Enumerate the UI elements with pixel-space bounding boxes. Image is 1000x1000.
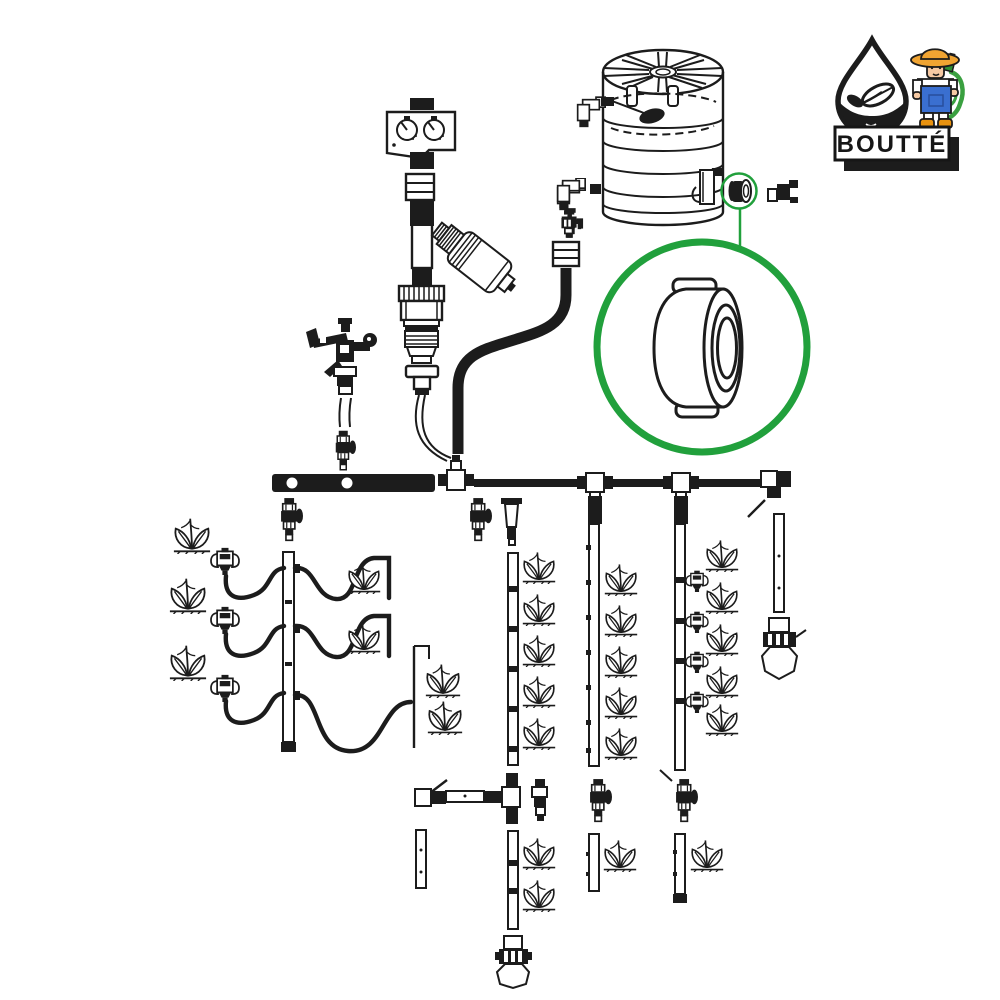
drip-line-column-1 bbox=[586, 496, 639, 767]
plant-icon bbox=[704, 665, 740, 698]
end-cap bbox=[281, 742, 296, 752]
float-valve bbox=[610, 92, 717, 136]
inline-valve bbox=[675, 778, 698, 823]
plant-icon bbox=[603, 604, 639, 637]
plant-icon bbox=[689, 839, 725, 872]
plant-icon bbox=[424, 663, 462, 698]
drip-line bbox=[507, 830, 519, 930]
plant-icon bbox=[704, 539, 740, 572]
hose-connector bbox=[551, 240, 581, 268]
brand-name: BOUTTÉ bbox=[837, 130, 948, 158]
drip-line bbox=[674, 833, 686, 895]
shutoff-valve bbox=[334, 429, 356, 471]
tank-inlet-elbow bbox=[576, 96, 614, 129]
callout-source-circle bbox=[720, 172, 758, 210]
riser-pipe bbox=[410, 200, 434, 270]
supply-hose bbox=[452, 268, 572, 454]
plant-icon bbox=[704, 623, 740, 656]
dripper bbox=[501, 498, 522, 546]
micro-sprinkler bbox=[210, 674, 240, 702]
supply-tube bbox=[414, 394, 452, 462]
micro-sprinkler bbox=[685, 570, 709, 592]
bottom-elbow bbox=[414, 788, 446, 807]
plant-icon bbox=[603, 645, 639, 678]
hose-stake bbox=[412, 645, 430, 748]
middle-drip-line bbox=[469, 497, 557, 766]
plant-icon bbox=[704, 703, 740, 736]
micro-sprinkler bbox=[685, 611, 709, 633]
plant-icon bbox=[346, 621, 382, 654]
inline-valve bbox=[589, 778, 612, 823]
tee-adapter bbox=[404, 364, 440, 395]
bottom-manifold-group bbox=[414, 769, 725, 990]
plant-icon bbox=[521, 593, 557, 626]
plant-icon bbox=[172, 517, 212, 554]
left-drip-group bbox=[168, 497, 464, 754]
plant-icon bbox=[168, 644, 208, 681]
right-riser-column bbox=[760, 513, 807, 681]
drip-line bbox=[588, 833, 600, 892]
callout-magnifier-circle bbox=[593, 238, 811, 456]
micro-sprinkler bbox=[210, 547, 240, 575]
drip-manifold-pipe bbox=[282, 551, 295, 743]
sprinkler-line-column bbox=[674, 496, 740, 771]
plant-icon bbox=[521, 551, 557, 584]
end-elbow bbox=[747, 470, 791, 518]
faucet-adapter bbox=[760, 617, 807, 681]
tank-outlet-nut-large bbox=[652, 277, 744, 419]
tee-fitting-inlet bbox=[438, 455, 474, 491]
plant-icon bbox=[521, 837, 557, 870]
plant-icon bbox=[521, 717, 557, 750]
hose-tap-adapter bbox=[767, 180, 798, 203]
drip-line bbox=[588, 523, 600, 767]
plant-icon bbox=[521, 879, 557, 912]
drip-line bbox=[674, 523, 686, 771]
plant-icon bbox=[426, 700, 464, 735]
riser-tube bbox=[773, 513, 785, 613]
inline-filter bbox=[430, 221, 516, 294]
plant-icon bbox=[168, 577, 208, 614]
timer-control-unit bbox=[385, 98, 457, 169]
inline-valve bbox=[469, 497, 492, 542]
inline-valve bbox=[280, 497, 303, 542]
drip-connector bbox=[531, 779, 548, 821]
bottom-tee bbox=[484, 773, 521, 824]
plant-icon bbox=[704, 581, 740, 614]
manifold-pipe bbox=[272, 455, 791, 518]
hose-coupling bbox=[404, 172, 436, 202]
micro-sprinkler bbox=[210, 606, 240, 634]
plant-icon bbox=[603, 727, 639, 760]
tee-fitting bbox=[663, 472, 699, 500]
micro-sprinkler bbox=[685, 691, 709, 713]
end-cap bbox=[673, 894, 687, 903]
water-drop-leaf-icon bbox=[835, 34, 909, 138]
drip-line bbox=[415, 829, 427, 889]
brand-logo: BOUTTÉ bbox=[833, 34, 965, 171]
plug-fitting bbox=[590, 184, 601, 194]
plant-icon bbox=[521, 634, 557, 667]
brand-plate: BOUTTÉ bbox=[833, 125, 959, 171]
pressure-reducer bbox=[397, 268, 446, 364]
plant-icon bbox=[603, 563, 639, 596]
impact-sprinkler bbox=[306, 318, 377, 471]
drip-line bbox=[507, 552, 519, 766]
gardener-mascot-icon bbox=[910, 48, 965, 129]
tank-outlet bbox=[691, 168, 724, 205]
tank-drain-fittings bbox=[556, 180, 601, 238]
micro-sprinkler bbox=[685, 651, 709, 673]
tee-fitting bbox=[577, 472, 613, 500]
hose-tap bbox=[560, 210, 582, 238]
plant-icon bbox=[603, 686, 639, 719]
tank-lid-spokes bbox=[603, 51, 723, 107]
highlight-callout bbox=[593, 172, 811, 456]
plant-icon bbox=[602, 839, 638, 872]
faucet-adapter-bottom bbox=[495, 935, 532, 990]
sprinkler-riser bbox=[338, 397, 352, 428]
water-tank bbox=[601, 48, 725, 227]
tank-outlet-nut-small bbox=[728, 179, 752, 203]
plant-icon bbox=[521, 675, 557, 708]
supply-hose-column bbox=[452, 178, 586, 454]
